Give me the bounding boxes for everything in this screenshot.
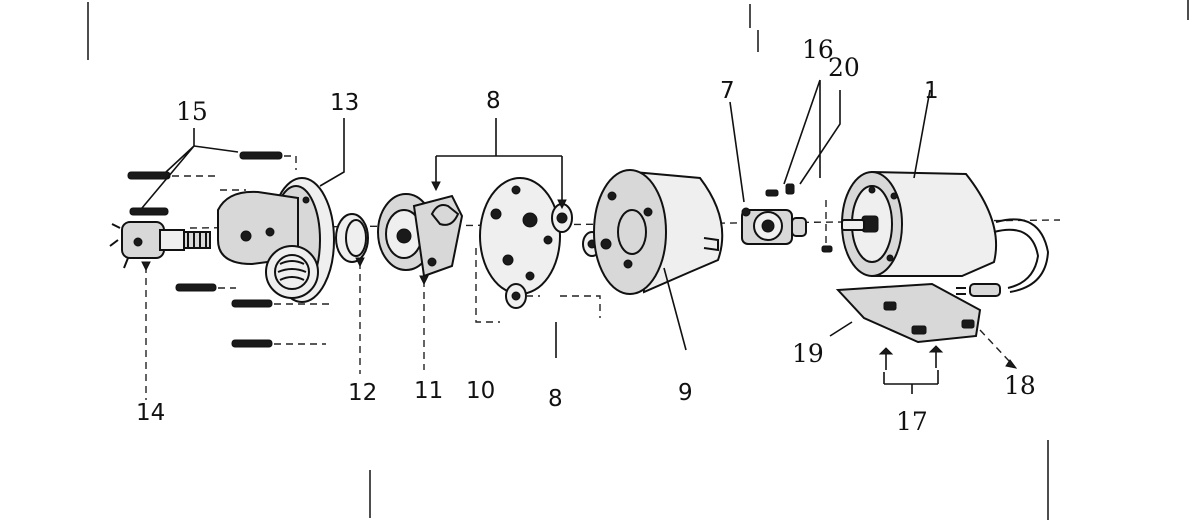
- housing-part-9: [593, 169, 724, 295]
- callout-12: 12: [348, 380, 377, 406]
- scan-edge-marks: [87, 0, 1189, 520]
- arrow-heads: [141, 181, 1018, 369]
- pump-head-part-13: [217, 177, 335, 303]
- pressure-switch-part-14: [109, 221, 211, 269]
- callout-1: 1: [924, 78, 939, 104]
- piston-plate-part-8: [430, 177, 602, 318]
- lower-screws: [175, 283, 330, 348]
- callout-16: 16: [802, 35, 834, 64]
- mounting-screws-part-17: [878, 345, 944, 370]
- screws-part-15: [127, 151, 297, 216]
- callout-20: 20: [828, 53, 860, 82]
- callout-9: 9: [678, 380, 693, 406]
- callout-7: 7: [720, 78, 735, 104]
- callout-19: 19: [792, 339, 824, 368]
- screws-part-16-20: [765, 183, 833, 253]
- callout-15: 15: [176, 97, 208, 126]
- callout-17: 17: [896, 407, 928, 436]
- callout-8-top: 8: [486, 88, 501, 114]
- cam-bearing-part-7: [741, 207, 807, 245]
- callout-11: 11: [414, 378, 443, 404]
- callout-labels: 15 13 8 7 16 20 1 14 12 11 10 8 9 19 18 …: [136, 35, 1036, 436]
- o-ring-part-12: [335, 213, 369, 263]
- leader-lines: [141, 79, 939, 394]
- callout-14: 14: [136, 400, 165, 426]
- callout-18: 18: [1004, 371, 1036, 400]
- callout-8-bottom: 8: [548, 386, 563, 412]
- motor-part-1: [841, 170, 1050, 297]
- callout-13: 13: [330, 90, 359, 116]
- base-bracket-part-19: [835, 282, 982, 344]
- valve-assembly-part-11: [377, 193, 464, 278]
- explosion-guides: [145, 189, 1011, 400]
- callout-10: 10: [466, 378, 495, 404]
